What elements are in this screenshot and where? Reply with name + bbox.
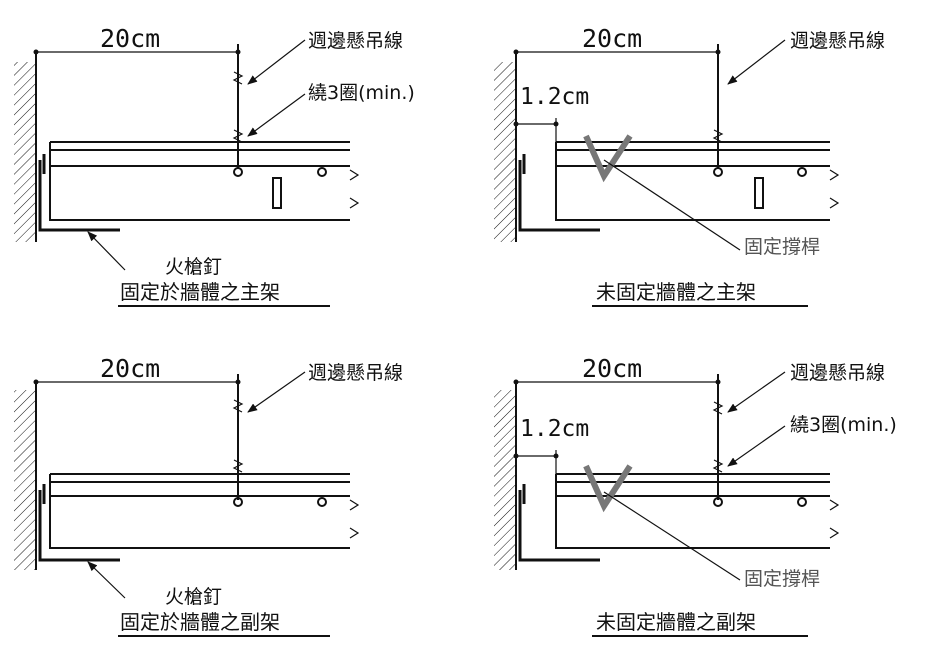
- runner-slot: [754, 177, 764, 209]
- wall-hatch: [14, 390, 36, 570]
- leader-hanger: [727, 371, 786, 413]
- wall-hatch: [494, 62, 516, 242]
- runner-body: [49, 142, 350, 221]
- brace-strut: [583, 464, 633, 513]
- runner-slot: [272, 177, 282, 209]
- dimension-label: 20cm: [582, 354, 643, 383]
- panel-caption: 固定於牆體之主架: [120, 280, 280, 304]
- brace-label: 固定撐桿: [744, 236, 821, 258]
- hanger-hole: [713, 497, 723, 507]
- hanger-label: 週邊懸吊線: [790, 30, 886, 52]
- dimension-label: 20cm: [582, 24, 643, 53]
- brace-label: 固定撐桿: [744, 568, 821, 590]
- panel-top-right: [494, 39, 840, 307]
- nail-label: 火槍釘: [165, 256, 223, 278]
- wall-hatch: [14, 62, 36, 242]
- leader-brace: [603, 159, 741, 251]
- leader-wrap: [247, 93, 306, 137]
- runner-body: [555, 474, 830, 549]
- runner-hole: [797, 497, 807, 507]
- leader-nail: [87, 231, 126, 271]
- runner-body: [49, 474, 350, 549]
- offset-dimension-label: 1.2cm: [520, 84, 590, 110]
- hanger-hole: [233, 167, 243, 177]
- wall-angle: [518, 160, 600, 232]
- leader-brace: [603, 491, 741, 581]
- wrap-label: 繞3圈(min.): [308, 82, 415, 104]
- panel-caption: 未固定牆體之副架: [596, 610, 756, 634]
- hanger-label: 週邊懸吊線: [308, 30, 404, 52]
- leader-nail: [87, 561, 126, 599]
- panel-bottom-right: [494, 371, 840, 637]
- wire-twist: [232, 71, 244, 85]
- main-runner: [50, 141, 350, 167]
- leader-hanger: [727, 39, 786, 85]
- wall-angle: [38, 490, 120, 562]
- dimension-label: 20cm: [100, 24, 161, 53]
- leader-hanger: [247, 371, 306, 413]
- wall-hatch: [494, 390, 516, 570]
- leader-wrap: [727, 425, 786, 467]
- wrap-label: 繞3圈(min.): [790, 414, 897, 436]
- dimension-label: 20cm: [100, 354, 161, 383]
- hanger-hole: [713, 167, 723, 177]
- wire-twist: [232, 129, 244, 143]
- hanger-label: 週邊懸吊線: [790, 362, 886, 384]
- wall-angle: [38, 160, 120, 232]
- hanger-hole: [233, 497, 243, 507]
- cross-tee: [50, 473, 350, 497]
- leader-hanger: [247, 39, 306, 85]
- offset-dimension-label: 1.2cm: [520, 416, 590, 442]
- runner-hole: [317, 167, 327, 177]
- runner-hole: [317, 497, 327, 507]
- hanger-label: 週邊懸吊線: [308, 362, 404, 384]
- wall-angle: [518, 490, 600, 562]
- runner-body: [555, 142, 830, 221]
- panel-caption: 未固定牆體之主架: [596, 280, 756, 304]
- panel-caption: 固定於牆體之副架: [120, 610, 280, 634]
- brace-strut: [583, 134, 633, 183]
- runner-hole: [797, 167, 807, 177]
- nail-label: 火槍釘: [165, 586, 223, 608]
- panel-top-left: [14, 39, 360, 307]
- panel-bottom-left: [14, 371, 360, 637]
